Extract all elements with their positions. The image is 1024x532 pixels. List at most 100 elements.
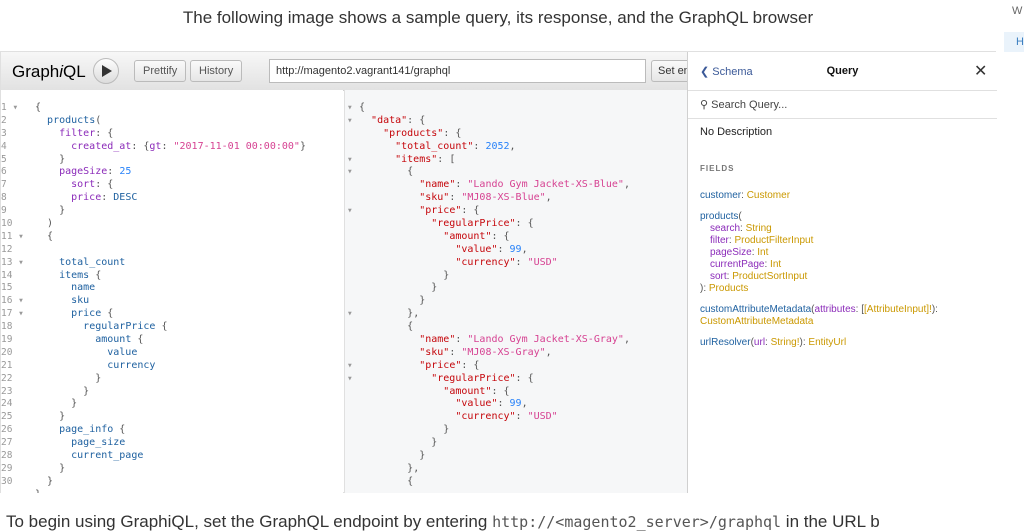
fold-spacer bbox=[347, 270, 359, 283]
docs-search-input[interactable]: ⚲ Search Query... bbox=[700, 99, 788, 111]
play-icon bbox=[102, 65, 112, 77]
docs-explorer: Query ❮ Schema ✕ ⚲ Search Query... No De… bbox=[687, 52, 997, 493]
graphiql-window: GraphiQL Prettify History http://magento… bbox=[0, 51, 997, 493]
line-number: 8 bbox=[1, 192, 7, 204]
fold-spacer bbox=[347, 295, 359, 308]
fold-toggle-icon[interactable]: ▾ bbox=[347, 205, 353, 217]
line-number: 2 bbox=[1, 114, 7, 126]
products-arg[interactable]: search: String bbox=[710, 223, 772, 234]
line-number: 19 bbox=[1, 334, 13, 346]
field-customer[interactable]: customer: Customer bbox=[700, 190, 791, 201]
fold-spacer bbox=[347, 244, 359, 257]
fold-spacer bbox=[347, 334, 359, 347]
line-number: 24 bbox=[1, 398, 13, 410]
fold-spacer bbox=[347, 398, 359, 411]
line-number: 1 ▾ bbox=[1, 102, 19, 113]
field-custom-attribute-metadata[interactable]: customAttributeMetadata(attributes: [[At… bbox=[700, 304, 938, 327]
divider bbox=[688, 118, 997, 119]
docs-title: Query bbox=[826, 65, 859, 77]
fold-toggle-icon[interactable]: ▾ bbox=[347, 114, 353, 126]
fold-spacer bbox=[347, 424, 359, 437]
fold-toggle-icon[interactable]: ▾ bbox=[347, 102, 353, 113]
fold-spacer bbox=[347, 463, 359, 476]
line-number: 18 bbox=[1, 321, 13, 333]
caption: The following image shows a sample query… bbox=[182, 8, 814, 27]
fold-spacer bbox=[347, 386, 359, 399]
line-number: 16 ▾ bbox=[1, 295, 24, 307]
run-button[interactable] bbox=[93, 58, 119, 84]
products-arg[interactable]: sort: ProductSortInput bbox=[710, 271, 808, 282]
line-number: 4 bbox=[1, 140, 7, 152]
type-description: No Description bbox=[700, 126, 773, 138]
history-button[interactable]: History bbox=[190, 60, 243, 82]
fold-spacer bbox=[347, 321, 359, 334]
fold-spacer bbox=[347, 231, 359, 244]
line-number: 7 bbox=[1, 179, 7, 191]
response-viewer: ▾▾▾▾▾▾▾▾ { "data": { "products": { "tota… bbox=[344, 90, 688, 493]
edge-text: W bbox=[1012, 5, 1023, 17]
fold-toggle-icon[interactable]: ▾ bbox=[347, 359, 353, 371]
products-arg[interactable]: currentPage: Int bbox=[710, 259, 782, 270]
fold-spacer bbox=[347, 437, 359, 450]
line-number: 21 bbox=[1, 359, 13, 371]
line-number: 29 bbox=[1, 462, 13, 474]
line-number: 26 bbox=[1, 424, 13, 436]
line-number: 11 ▾ bbox=[1, 230, 24, 242]
fold-spacer bbox=[347, 192, 359, 205]
fold-toggle-icon[interactable]: ▾ bbox=[347, 372, 353, 384]
fold-gutter: ▾▾▾▾▾▾▾▾ bbox=[347, 102, 359, 489]
line-number: 27 bbox=[1, 437, 13, 449]
line-number: 5 bbox=[1, 153, 7, 165]
products-arg[interactable]: pageSize: Int bbox=[710, 247, 769, 258]
toolbar: GraphiQL Prettify History http://magento… bbox=[1, 52, 687, 91]
line-number: 13 ▾ bbox=[1, 256, 24, 268]
fold-spacer bbox=[347, 476, 359, 489]
app-title: GraphiQL bbox=[12, 62, 86, 81]
line-number: 6 bbox=[1, 166, 7, 178]
products-arg[interactable]: filter: ProductFilterInput bbox=[710, 235, 814, 246]
line-number: 9 bbox=[1, 205, 7, 217]
fold-spacer bbox=[347, 450, 359, 463]
endpoint-url-input[interactable]: http://magento2.vagrant141/graphql bbox=[269, 59, 646, 83]
prettify-button[interactable]: Prettify bbox=[134, 60, 187, 82]
fold-spacer bbox=[347, 347, 359, 360]
line-number: 3 bbox=[1, 127, 7, 139]
fold-spacer bbox=[347, 218, 359, 231]
schema-back-link[interactable]: ❮ Schema bbox=[700, 66, 753, 78]
fold-spacer bbox=[347, 179, 359, 192]
edge-tab[interactable]: H bbox=[1004, 32, 1024, 52]
line-number: 17 ▾ bbox=[1, 308, 24, 320]
fields-heading: FIELDS bbox=[700, 164, 735, 173]
chevron-left-icon: ❮ bbox=[700, 66, 713, 78]
line-number: 20 bbox=[1, 346, 13, 358]
fold-toggle-icon[interactable]: ▾ bbox=[347, 308, 353, 320]
response-code: { "data": { "products": { "total_count":… bbox=[359, 102, 630, 487]
fold-spacer bbox=[347, 128, 359, 141]
line-number: 22 bbox=[1, 372, 13, 384]
line-number: 12 bbox=[1, 243, 13, 255]
set-endpoint-button[interactable]: Set en bbox=[651, 60, 687, 82]
line-number: 15 bbox=[1, 282, 13, 294]
docs-header: Query ❮ Schema ✕ bbox=[688, 52, 997, 91]
fold-spacer bbox=[347, 411, 359, 424]
line-number: 30 bbox=[1, 475, 13, 487]
line-number: 23 bbox=[1, 385, 13, 397]
fold-toggle-icon[interactable]: ▾ bbox=[347, 153, 353, 165]
fold-spacer bbox=[347, 282, 359, 295]
line-number: 10 bbox=[1, 218, 13, 230]
line-number: 25 bbox=[1, 411, 13, 423]
field-url-resolver[interactable]: urlResolver(url: String!): EntityUrl bbox=[700, 337, 847, 348]
fields-list: customer: Customer products( search: Str… bbox=[700, 190, 938, 358]
footer-text: To begin using GraphiQL, set the GraphQL… bbox=[6, 512, 880, 531]
search-icon: ⚲ bbox=[700, 99, 712, 111]
fold-toggle-icon[interactable]: ▾ bbox=[347, 166, 353, 178]
query-code[interactable]: { products( filter: { created_at: {gt: "… bbox=[35, 102, 306, 493]
close-icon[interactable]: ✕ bbox=[974, 63, 988, 80]
line-number: 28 bbox=[1, 450, 13, 462]
line-number: 14 bbox=[1, 269, 13, 281]
fold-spacer bbox=[347, 141, 359, 154]
